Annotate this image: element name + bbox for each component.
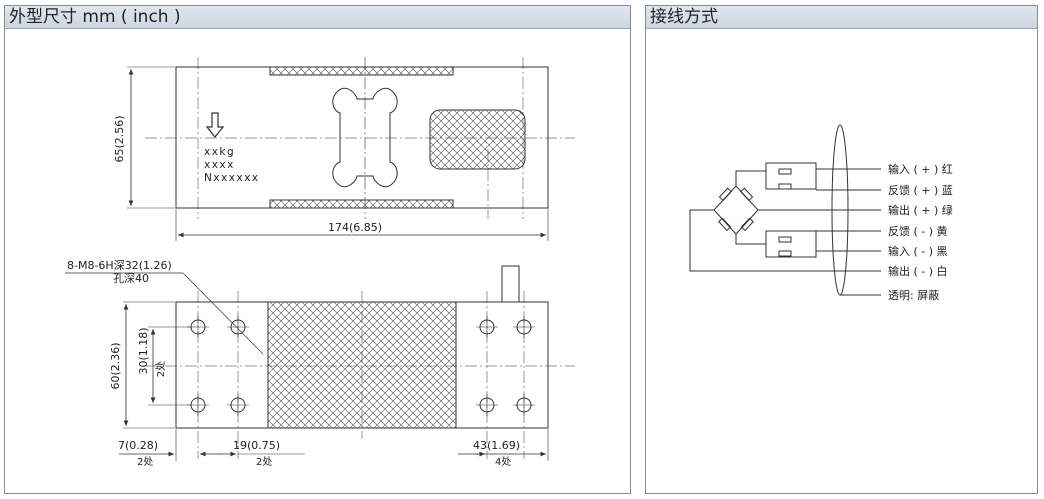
- wire-label-output-minus: 输出 ( - ) 白: [888, 264, 948, 278]
- dim-mid-text: 19(0.75): [233, 439, 280, 452]
- dimensions-panel-title: 外型尺寸 mm ( inch ): [5, 6, 630, 29]
- wire-label-shield: 透明: 屏蔽: [888, 289, 939, 302]
- dimension-drawing: 65(2.56) 174(6.85) xxkg xxxx Nxxxxxx: [65, 57, 575, 468]
- wire-label-feedback-plus: 反馈 ( + ) 蓝: [888, 184, 953, 197]
- hole-spacing-count-text: 2处: [155, 361, 167, 377]
- dim-right-count-text: 4处: [495, 456, 511, 468]
- center-cutout: [332, 87, 398, 188]
- top-height-dim-text: 65(2.56): [113, 115, 126, 162]
- top-view: [127, 57, 575, 241]
- cable-stub: [501, 265, 520, 303]
- bridge-diamond: [713, 185, 759, 235]
- dim-mid-count-text: 2处: [256, 456, 272, 468]
- wiring-diagram: 输入 ( + ) 红 反馈 ( + ) 蓝 输出 ( + ) 绿 反馈 ( - …: [689, 124, 953, 302]
- label-line-1: xxkg: [204, 146, 235, 158]
- front-view: [65, 265, 575, 461]
- label-window-hatch: [429, 109, 526, 170]
- label-line-3: Nxxxxxx: [204, 172, 260, 184]
- wiring-panel: 接线方式: [645, 5, 1038, 494]
- top-length-dim-text: 174(6.85): [328, 221, 382, 234]
- hole-spacing-dim-text: 30(1.18): [137, 327, 150, 374]
- wire-label-output-plus: 输出 ( + ) 绿: [888, 203, 953, 217]
- top-strip-hatch: [269, 66, 454, 76]
- dim-right-text: 43(1.69): [473, 439, 520, 452]
- down-arrow-icon: [205, 112, 225, 138]
- label-line-2: xxxx: [204, 159, 235, 171]
- wire-label-input-plus: 输入 ( + ) 红: [888, 162, 953, 176]
- hole-callout-line-1: 8-M8-6H深32(1.26): [67, 259, 172, 272]
- bottom-strip-hatch: [269, 199, 454, 209]
- wiring-lines: [689, 124, 881, 296]
- front-height-dim-text: 60(2.36): [109, 342, 122, 389]
- hole-callout-line-2: 孔深40: [113, 272, 149, 285]
- dimensions-panel: 外型尺寸 mm ( inch ): [4, 5, 631, 494]
- wiring-panel-title: 接线方式: [646, 6, 1037, 29]
- wire-label-feedback-minus: 反馈 ( - ) 黄: [888, 224, 948, 238]
- dim-left-count-text: 2处: [137, 456, 153, 468]
- dim-left-text: 7(0.28): [118, 439, 158, 452]
- wire-label-input-minus: 输入 ( - ) 黑: [888, 244, 948, 258]
